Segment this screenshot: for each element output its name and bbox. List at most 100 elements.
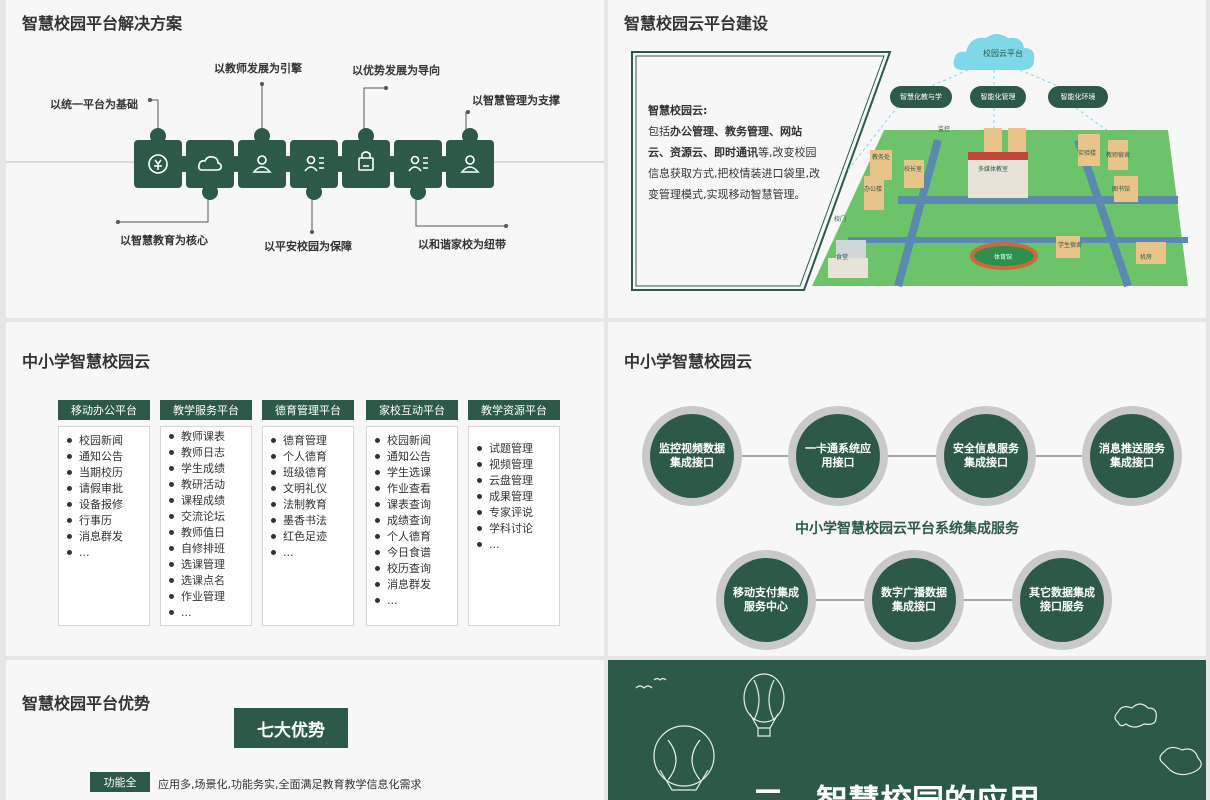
- list-item: 教师日志: [169, 445, 251, 461]
- integration-title: 中小学智慧校园云平台系统集成服务: [795, 521, 1019, 537]
- list-item: ...: [67, 545, 149, 561]
- label-bottom-2: 以平安校园为保障: [264, 240, 352, 253]
- label-bottom-3: 以和谐家校为纽带: [418, 238, 506, 251]
- column-head: 家校互动平台: [366, 400, 458, 420]
- pill-environment: 智能化环境: [1048, 86, 1108, 108]
- slide-title: 智慧校园平台解决方案: [22, 14, 183, 33]
- list-item: 设备报修: [67, 497, 149, 513]
- list-item: 交流论坛: [169, 509, 251, 525]
- slide-section-applications[interactable]: 二、智慧校园的应用: [608, 660, 1206, 800]
- list-item: 教研活动: [169, 477, 251, 493]
- map-label: 体育馆: [994, 254, 1013, 261]
- column-head: 教学资源平台: [468, 400, 560, 420]
- section-title: 二、智慧校园的应用: [752, 776, 1040, 800]
- list-item: 专家评说: [477, 505, 559, 521]
- profile-list-icon: [304, 155, 324, 172]
- list-item: 课程成绩: [169, 493, 251, 509]
- list-item: 德育管理: [271, 433, 353, 449]
- list-item: 通知公告: [67, 449, 149, 465]
- slide-solution[interactable]: 智慧校园平台解决方案: [6, 0, 604, 318]
- label-top-3: 以优势发展为导向: [352, 64, 440, 77]
- list-item: 视频管理: [477, 457, 559, 473]
- slide-campus-cloud-modules[interactable]: 中小学智慧校园云 移动办公平台 校园新闻通知公告当期校历请假审批设备报修行事历消…: [6, 322, 604, 656]
- label-top-2: 以教师发展为引擎: [214, 62, 302, 75]
- connector-lines: [738, 455, 1084, 601]
- map-label: 校长室: [904, 166, 923, 173]
- slide-advantages[interactable]: 智慧校园平台优势 七大优势 功能全 应用多,场景化,功能务实,全面满足教育教学信…: [6, 660, 604, 800]
- seven-advantages-box: 七大优势: [234, 708, 348, 748]
- label-bottom-1: 以智慧教育为核心: [120, 234, 208, 247]
- description-rest: 等,改变校园信息获取方式,把校情装进口袋里,改变管理模式,实现移动智慧管理。: [648, 146, 820, 201]
- profile-list-icon: [408, 155, 428, 172]
- slide-title: 中小学智慧校园云: [22, 352, 151, 371]
- slide-cloud-platform[interactable]: 智慧校园云平台建设: [608, 0, 1206, 318]
- column-head: 教学服务平台: [160, 400, 252, 420]
- circle-message-push: 消息推送服务集成接口: [1082, 406, 1182, 506]
- column-teaching-service: 教学服务平台 教师课表教师日志学生成绩教研活动课程成绩交流论坛教师值日自修排班选…: [160, 400, 252, 626]
- list-item: 法制教育: [271, 497, 353, 513]
- list-item: 请假审批: [67, 481, 149, 497]
- bird-icon: [635, 677, 667, 689]
- circle-other-data: 其它数据集成接口服务: [1012, 550, 1112, 650]
- list-item: 班级德育: [271, 465, 353, 481]
- advantage-badge: 功能全: [90, 772, 150, 792]
- map-label: 教务处: [872, 154, 891, 161]
- list-item: 校园新闻: [67, 433, 149, 449]
- list-item: 选课点名: [169, 573, 251, 589]
- slide-title: 中小学智慧校园云: [624, 352, 753, 371]
- list-item: 作业管理: [169, 589, 251, 605]
- slide-title: 智慧校园云平台建设: [624, 14, 769, 33]
- column-home-school: 家校互动平台 校园新闻通知公告学生选课作业查看课表查询成绩查询个人德育今日食谱校…: [366, 400, 458, 626]
- list-item: 学生选课: [375, 465, 457, 481]
- list-item: 课表查询: [375, 497, 457, 513]
- lock-icon: [358, 151, 374, 171]
- money-icon: [148, 154, 168, 174]
- map-label: 办公楼: [864, 186, 883, 193]
- map-label: 机房: [1140, 254, 1153, 261]
- list-item: 学生成绩: [169, 461, 251, 477]
- user-icon: [252, 155, 272, 173]
- description-prefix: 包括: [648, 125, 670, 138]
- chalk-doodles: [635, 673, 1202, 791]
- list-item: 消息群发: [67, 529, 149, 545]
- column-box: 德育管理个人德育班级德育文明礼仪法制教育墨香书法红色足迹...: [262, 426, 354, 626]
- column-box: 试题管理视频管理云盘管理成果管理专家评说学科讨论...: [468, 426, 560, 626]
- slide-integration-services[interactable]: 中小学智慧校园云 监控视频数据集成接口 一卡通系统应用接口 安全信息服务集成接口…: [608, 322, 1206, 656]
- column-head: 移动办公平台: [58, 400, 150, 420]
- column-box: 校园新闻通知公告当期校历请假审批设备报修行事历消息群发...: [58, 426, 150, 626]
- list-item: 教师课表: [169, 429, 251, 445]
- list-item: ...: [169, 605, 251, 621]
- cloud-icon: [198, 156, 222, 171]
- puzzle-diagram: [6, 82, 604, 234]
- map-label: 校门: [834, 216, 847, 223]
- cloud-label: 校园云平台: [983, 49, 1023, 58]
- column-head: 德育管理平台: [262, 400, 354, 420]
- slide-title: 智慧校园平台优势: [22, 694, 151, 713]
- list-item: 个人德育: [271, 449, 353, 465]
- list-item: 墨香书法: [271, 513, 353, 529]
- circle-mobile-payment: 移动支付集成服务中心: [716, 550, 816, 650]
- user-icon: [460, 155, 480, 173]
- list-item: 成绩查询: [375, 513, 457, 529]
- list-item: 试题管理: [477, 441, 559, 457]
- list-item: 行事历: [67, 513, 149, 529]
- map-label: 食堂: [836, 254, 849, 261]
- list-item: 成果管理: [477, 489, 559, 505]
- column-moral-education: 德育管理平台 德育管理个人德育班级德育文明礼仪法制教育墨香书法红色足迹...: [262, 400, 354, 626]
- balloon-icon: [653, 725, 715, 791]
- pill-management: 智能化管理: [970, 86, 1026, 108]
- map-label: 教师宿舍: [1106, 152, 1131, 159]
- map-label: 监控: [938, 126, 951, 133]
- list-item: 作业查看: [375, 481, 457, 497]
- column-teaching-resources: 教学资源平台 试题管理视频管理云盘管理成果管理专家评说学科讨论...: [468, 400, 560, 626]
- list-item: 云盘管理: [477, 473, 559, 489]
- circle-card-system: 一卡通系统应用接口: [788, 406, 888, 506]
- list-item: 个人德育: [375, 529, 457, 545]
- campus-illustration: [631, 34, 1188, 291]
- pill-teaching: 智慧化教与学: [890, 86, 952, 108]
- cloud-doodle-icon: [1114, 703, 1157, 728]
- list-item: ...: [375, 593, 457, 609]
- advantage-text: 应用多,场景化,功能务实,全面满足教育教学信息化需求: [158, 778, 422, 791]
- description-bold: 办公管理、教务管理、网站云、资源云、即时通讯: [648, 125, 802, 159]
